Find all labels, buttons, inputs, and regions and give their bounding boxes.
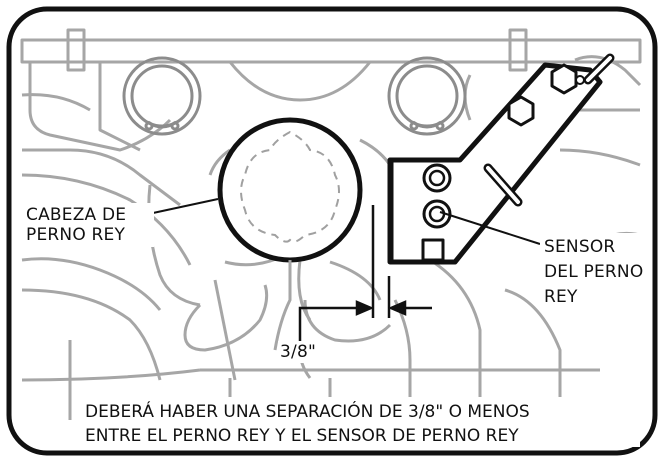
clearance-note: DEBERÁ HABER UNA SEPARACIÓN DE 3/8" O ME… xyxy=(85,400,655,448)
gap-dimension-label: 3/8" xyxy=(280,342,316,362)
sensor-label-line2: DEL PERNO xyxy=(544,262,644,282)
sensor-label-line3: REY xyxy=(544,287,578,307)
gap-dimension xyxy=(298,205,432,342)
kingpin-head-label-line2: PERNO REY xyxy=(26,225,126,245)
sensor-leader xyxy=(439,211,541,245)
clearance-note-line1: DEBERÁ HABER UNA SEPARACIÓN DE 3/8" O ME… xyxy=(85,402,530,422)
kingpin-head-label: CABEZA DE PERNO REY xyxy=(26,205,126,245)
left-boss xyxy=(122,56,202,136)
clearance-note-line2: ENTRE EL PERNO REY Y EL SENSOR DE PERNO … xyxy=(85,426,519,446)
outer-frame xyxy=(6,6,658,456)
kingpin-dashed-outline xyxy=(240,130,340,243)
sensor-label: SENSOR DEL PERNO REY xyxy=(544,235,643,310)
sensor-label-line1: SENSOR xyxy=(544,237,616,257)
right-boss xyxy=(387,56,467,136)
kingpin-shaft xyxy=(273,260,292,351)
kingpin-head-label-line1: CABEZA DE xyxy=(26,205,127,225)
kingpin-leader xyxy=(152,198,219,214)
